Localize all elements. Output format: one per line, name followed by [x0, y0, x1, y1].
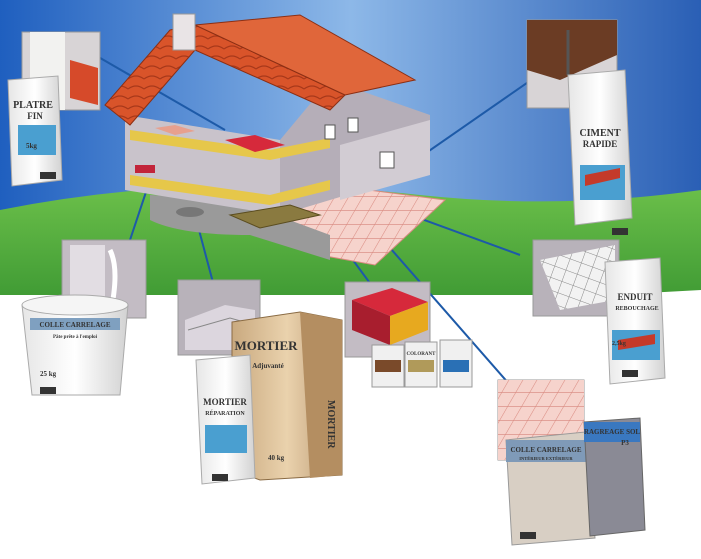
brand-logos — [40, 172, 638, 539]
bathtub — [135, 165, 155, 173]
enduit-line1: ENDUIT — [617, 292, 652, 302]
ragreage-bag: RAGREAGE SOL P3 — [583, 417, 646, 537]
ragreage-subtitle: P3 — [621, 439, 629, 447]
manhole — [176, 207, 204, 217]
colorant-label: COLORANT — [407, 352, 437, 357]
red-bed — [225, 135, 285, 152]
chimney — [172, 13, 196, 51]
pink-cushion — [155, 125, 195, 135]
mortier-adjuvante-title: MORTIER — [234, 338, 298, 353]
inset-mesh — [532, 239, 620, 317]
lower-floor — [130, 175, 330, 205]
mortier-reparation-line2: RÉPARATION — [205, 409, 245, 417]
ciment-label-line2: RAPIDE — [583, 139, 618, 149]
colle-carrelage-bucket: COLLE CARRELAGE Pâte prête à l'emploi 25… — [21, 294, 129, 396]
colle-carrelage-subtitle: Pâte prête à l'emploi — [53, 335, 98, 340]
colorant-boxes: COLORANT — [371, 339, 473, 388]
colle-carrelage-title: COLLE CARRELAGE — [40, 321, 111, 329]
mortier-reparation-bag: MORTIER RÉPARATION — [195, 354, 256, 485]
roof-right — [193, 14, 417, 96]
mortier-adjuvante-bag: MORTIER Adjuvanté MORTIER 40 kg — [231, 311, 343, 481]
window-2 — [347, 117, 359, 133]
ciment-label-line1: CIMENT — [579, 128, 620, 139]
ragreage-title: RAGREAGE SOL — [584, 428, 641, 436]
colle-exterieur-subtitle: INTÉRIEUR EXTÉRIEUR — [519, 456, 573, 461]
colle-exterieur-bag: COLLE CARRELAGE INTÉRIEUR EXTÉRIEUR — [505, 431, 596, 546]
platre-label-line1: PLATRE — [13, 100, 53, 111]
mortier-reparation-line1: MORTIER — [203, 397, 247, 407]
platre-bag: PLATRE FIN 5kg — [7, 75, 63, 187]
mortier-adjuvante-weight: 40 kg — [268, 454, 285, 462]
mortier-adjuvante-subtitle: Adjuvanté — [252, 362, 284, 370]
heated-floor — [228, 204, 322, 229]
window-1 — [324, 124, 336, 140]
colle-exterieur-title: COLLE CARRELAGE — [511, 446, 582, 454]
platre-weight: 5kg — [26, 142, 37, 150]
ciment-bag: CIMENT RAPIDE — [567, 69, 633, 226]
platre-label-line2: FIN — [27, 111, 43, 121]
upper-floor — [130, 130, 330, 160]
enduit-line2: REBOUCHAGE — [615, 306, 658, 312]
mortier-adjuvante-side: MORTIER — [325, 400, 336, 449]
window-3 — [379, 151, 395, 169]
enduit-bag: ENDUIT REBOUCHAGE 2,5kg — [604, 257, 666, 385]
colle-carrelage-weight: 25 kg — [40, 370, 57, 378]
enduit-weight: 2,5kg — [612, 341, 626, 347]
